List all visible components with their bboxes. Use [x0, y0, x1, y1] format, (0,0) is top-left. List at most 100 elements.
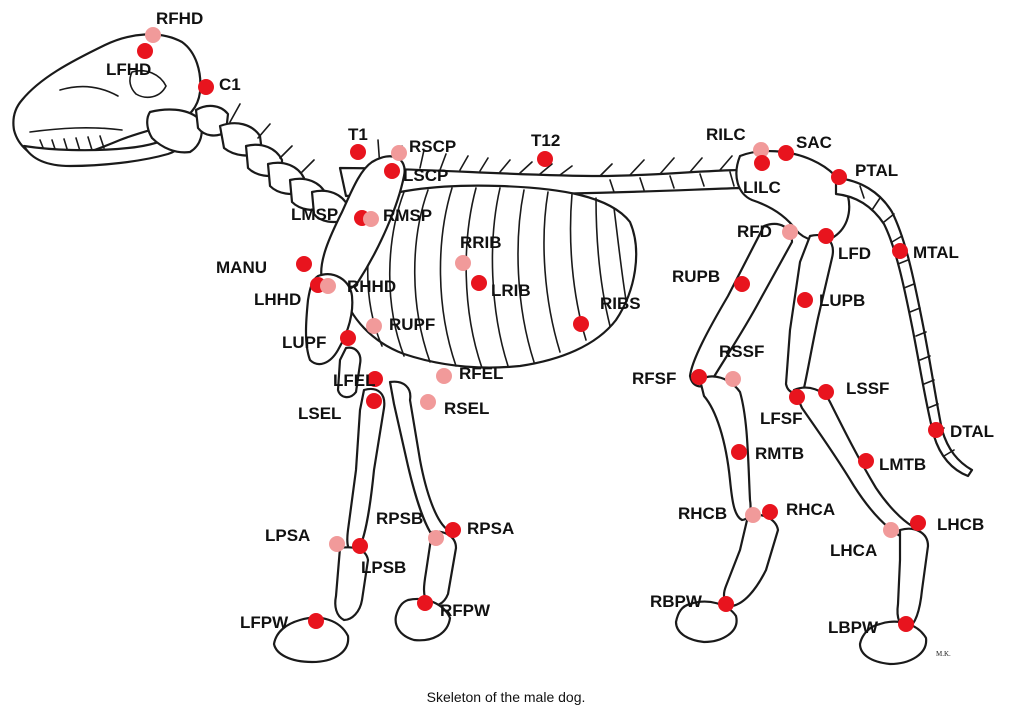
- marker-dot-manu: [296, 256, 312, 272]
- marker-label-rhhd: RHHD: [347, 277, 396, 296]
- marker-label-rupf: RUPF: [389, 315, 435, 334]
- landmark-ptal: PTAL: [831, 161, 898, 185]
- marker-dot-lupb: [797, 292, 813, 308]
- marker-dot-t12: [537, 151, 553, 167]
- marker-label-lfd: LFD: [838, 244, 871, 263]
- marker-dot-rupb: [734, 276, 750, 292]
- marker-dot-rfpw: [417, 595, 433, 611]
- marker-label-lhcb: LHCB: [937, 515, 984, 534]
- marker-dot-lrib: [471, 275, 487, 291]
- marker-dot-rfhd: [145, 27, 161, 43]
- landmark-t12: T12: [531, 131, 560, 167]
- marker-dot-lfhd: [137, 43, 153, 59]
- marker-dot-lscp: [384, 163, 400, 179]
- marker-label-rfel: RFEL: [459, 364, 503, 383]
- marker-dot-rfsf: [691, 369, 707, 385]
- marker-label-lrib: LRIB: [491, 281, 531, 300]
- marker-label-rpsa: RPSA: [467, 519, 514, 538]
- marker-label-t12: T12: [531, 131, 560, 150]
- landmark-rscp: RSCP: [391, 137, 456, 161]
- marker-dot-t1: [350, 144, 366, 160]
- marker-label-rupb: RUPB: [672, 267, 720, 286]
- marker-dot-lpsb: [352, 538, 368, 554]
- marker-dot-ribs: [573, 316, 589, 332]
- landmark-lupb: LUPB: [797, 291, 865, 310]
- artist-signature: M.K.: [936, 650, 951, 658]
- marker-dot-lbpw: [898, 616, 914, 632]
- marker-dot-rssf: [725, 371, 741, 387]
- skeleton-drawing: M.K.: [13, 34, 972, 664]
- landmark-lpsb: LPSB: [352, 538, 406, 577]
- marker-label-lpsb: LPSB: [361, 558, 406, 577]
- marker-dot-rmsp: [363, 211, 379, 227]
- marker-label-t1: T1: [348, 125, 368, 144]
- marker-label-rbpw: RBPW: [650, 592, 703, 611]
- marker-label-rilc: RILC: [706, 125, 746, 144]
- marker-label-sac: SAC: [796, 133, 832, 152]
- marker-dot-rscp: [391, 145, 407, 161]
- marker-label-rmsp: RMSP: [383, 206, 432, 225]
- landmark-rilc: RILC: [706, 125, 769, 158]
- marker-dot-lmtb: [858, 453, 874, 469]
- marker-label-rfd: RFD: [737, 222, 772, 241]
- marker-label-lfpw: LFPW: [240, 613, 289, 632]
- marker-label-lsel: LSEL: [298, 404, 341, 423]
- landmark-rhhd: RHHD: [320, 277, 396, 296]
- landmark-rbpw: RBPW: [650, 592, 734, 612]
- marker-dot-rfd: [782, 224, 798, 240]
- marker-label-lpsa: LPSA: [265, 526, 310, 545]
- marker-label-lscp: LSCP: [403, 166, 448, 185]
- marker-dot-lpsa: [329, 536, 345, 552]
- marker-dot-lilc: [754, 155, 770, 171]
- landmark-lpsa: LPSA: [265, 526, 345, 552]
- marker-label-rrib: RRIB: [460, 233, 502, 252]
- marker-dot-dtal: [928, 422, 944, 438]
- marker-label-mtal: MTAL: [913, 243, 959, 262]
- marker-dot-lssf: [818, 384, 834, 400]
- landmark-lfel: LFEL: [333, 371, 383, 390]
- marker-label-lhca: LHCA: [830, 541, 877, 560]
- marker-dot-mtal: [892, 243, 908, 259]
- landmark-rfd: RFD: [737, 222, 798, 241]
- marker-label-rscp: RSCP: [409, 137, 456, 156]
- landmark-lssf: LSSF: [818, 379, 889, 400]
- landmark-lfsf: LFSF: [760, 389, 805, 428]
- marker-label-lfel: LFEL: [333, 371, 376, 390]
- marker-dot-lhcb: [910, 515, 926, 531]
- marker-label-lfhd: LFHD: [106, 60, 151, 79]
- landmark-rpsa: RPSA: [445, 519, 514, 538]
- marker-label-lhhd: LHHD: [254, 290, 301, 309]
- landmark-lhca: LHCA: [830, 522, 899, 560]
- marker-dot-rhhd: [320, 278, 336, 294]
- marker-dot-rpsb: [428, 530, 444, 546]
- marker-dot-rupf: [366, 318, 382, 334]
- landmark-lmtb: LMTB: [858, 453, 926, 474]
- marker-label-rmtb: RMTB: [755, 444, 804, 463]
- marker-dot-c1: [198, 79, 214, 95]
- marker-dot-rsel: [420, 394, 436, 410]
- marker-label-rfhd: RFHD: [156, 9, 203, 28]
- marker-dot-lhca: [883, 522, 899, 538]
- marker-dot-lfpw: [308, 613, 324, 629]
- marker-label-lilc: LILC: [743, 178, 781, 197]
- landmark-manu: MANU: [216, 256, 312, 277]
- marker-label-dtal: DTAL: [950, 422, 994, 441]
- marker-dot-rpsa: [445, 522, 461, 538]
- marker-label-rhcb: RHCB: [678, 504, 727, 523]
- landmark-rhca: RHCA: [762, 500, 835, 520]
- landmark-rupb: RUPB: [672, 267, 750, 292]
- marker-label-rhca: RHCA: [786, 500, 835, 519]
- landmark-rsel: RSEL: [420, 394, 489, 418]
- marker-label-lbpw: LBPW: [828, 618, 879, 637]
- marker-dot-rbpw: [718, 596, 734, 612]
- marker-label-ribs: RIBS: [600, 294, 641, 313]
- marker-label-ptal: PTAL: [855, 161, 898, 180]
- marker-label-lmtb: LMTB: [879, 455, 926, 474]
- marker-dot-lupf: [340, 330, 356, 346]
- marker-label-rfsf: RFSF: [632, 369, 676, 388]
- marker-dot-sac: [778, 145, 794, 161]
- marker-dot-rrib: [455, 255, 471, 271]
- marker-label-rssf: RSSF: [719, 342, 764, 361]
- marker-label-manu: MANU: [216, 258, 267, 277]
